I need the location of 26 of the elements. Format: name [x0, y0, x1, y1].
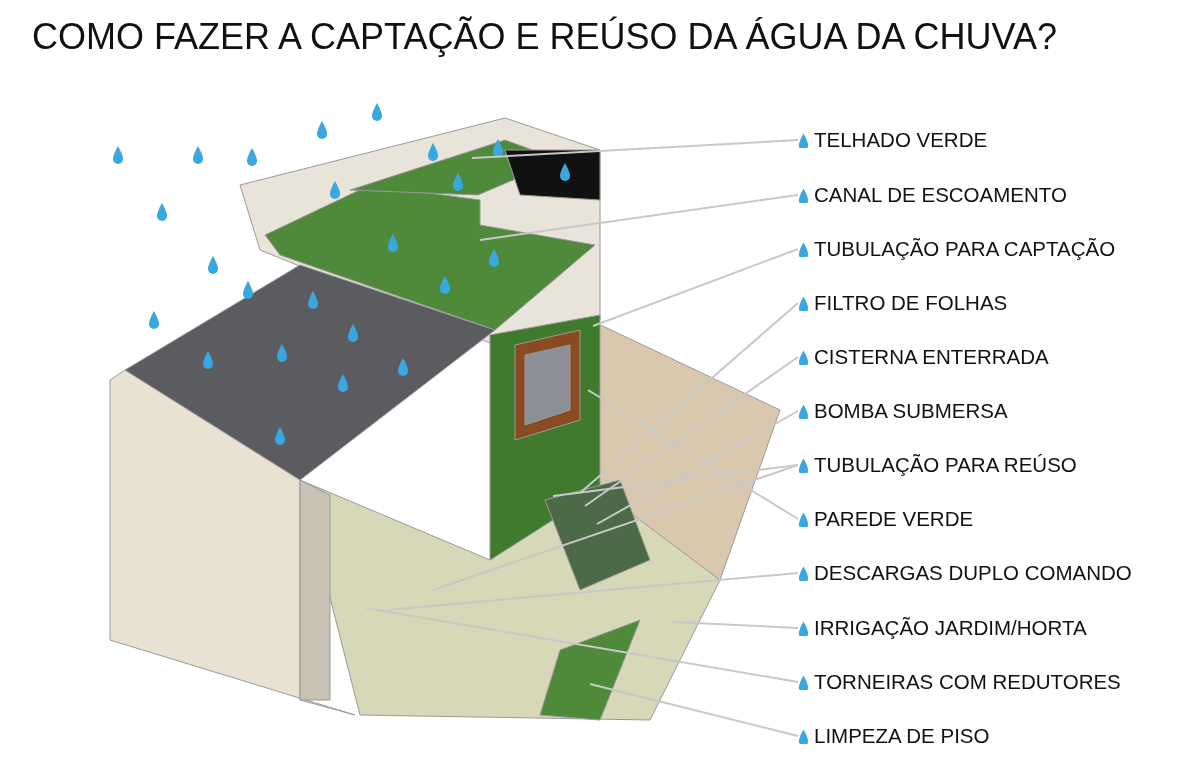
callout-label: BOMBA SUBMERSA [814, 399, 1008, 423]
leader-line [672, 621, 799, 629]
leader-line [592, 248, 799, 327]
callout-label: FILTRO DE FOLHAS [814, 291, 1008, 315]
leader-line [589, 683, 799, 737]
title: COMO FAZER A CAPTAÇÃO E REÚSO DA ÁGUA DA CHUVA? [32, 16, 1057, 58]
leader-line [587, 389, 799, 520]
leader-line [386, 572, 799, 611]
callout-label: CISTERNA ENTERRADA [814, 345, 1049, 369]
callout-label: TELHADO VERDE [814, 128, 988, 152]
leader-line [596, 410, 799, 525]
callout-label: TUBULAÇÃO PARA REÚSO [814, 453, 1077, 477]
leader-line [365, 607, 799, 683]
callout-label: TORNEIRAS COM REDUTORES [814, 670, 1121, 694]
callout-label: LIMPEZA DE PISO [814, 724, 990, 748]
leader-line [579, 302, 799, 494]
callout-label: TUBULAÇÃO PARA CAPTAÇÃO [814, 237, 1116, 261]
callout-label: IRRIGAÇÃO JARDIM/HORTA [814, 616, 1087, 640]
callout-label: PAREDE VERDE [814, 507, 974, 531]
leader-line [584, 356, 799, 507]
callout-label: CANAL DE ESCOAMENTO [814, 183, 1067, 207]
leader-line [432, 464, 799, 591]
leader-line [471, 139, 799, 159]
callout-label: DESCARGAS DUPLO COMANDO [814, 561, 1132, 585]
leader-line [479, 194, 799, 241]
leader-line [552, 464, 799, 497]
